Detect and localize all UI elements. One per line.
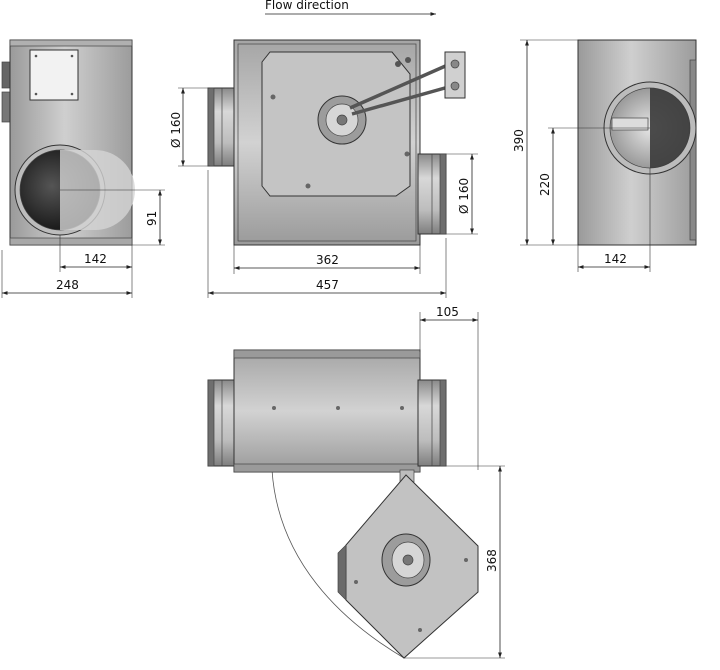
dimension-248: 248 [56,278,79,292]
right-view-dimensions: 390 220 142 [512,39,651,272]
dimension-91: 91 [145,211,159,226]
motor-cable [349,62,451,110]
swing-arc [271,469,405,659]
dimension-dia-160-left: Ø 160 [169,112,183,148]
dimension-368: 368 [485,549,499,572]
flow-direction: Flow direction [265,0,436,16]
top-view [207,349,479,659]
dimension-105: 105 [436,305,459,319]
dimension-457: 457 [316,278,339,292]
dimension-142-right: 142 [604,252,627,266]
motor-cable [351,84,453,116]
cable-gland [1,61,11,89]
dimension-390: 390 [512,129,526,152]
dimension-220: 220 [538,173,552,196]
cable-gland [1,91,11,123]
right-side-view [577,39,697,246]
dimension-362: 362 [316,253,339,267]
left-side-view [1,39,135,246]
top-view-body [233,349,421,473]
flow-direction-label: Flow direction [265,0,349,12]
dimension-142-left: 142 [84,252,107,266]
front-view [207,39,466,246]
left-view-flange [9,39,133,47]
cable-bracket [444,51,466,99]
top-view-dimensions: 105 368 [404,305,505,659]
dimension-dia-160-right: Ø 160 [457,178,471,214]
terminal-box [29,49,79,101]
front-view-dimensions: Ø 160 Ø 160 362 457 [169,87,478,298]
left-view-dimensions: 248 142 91 [1,189,165,298]
